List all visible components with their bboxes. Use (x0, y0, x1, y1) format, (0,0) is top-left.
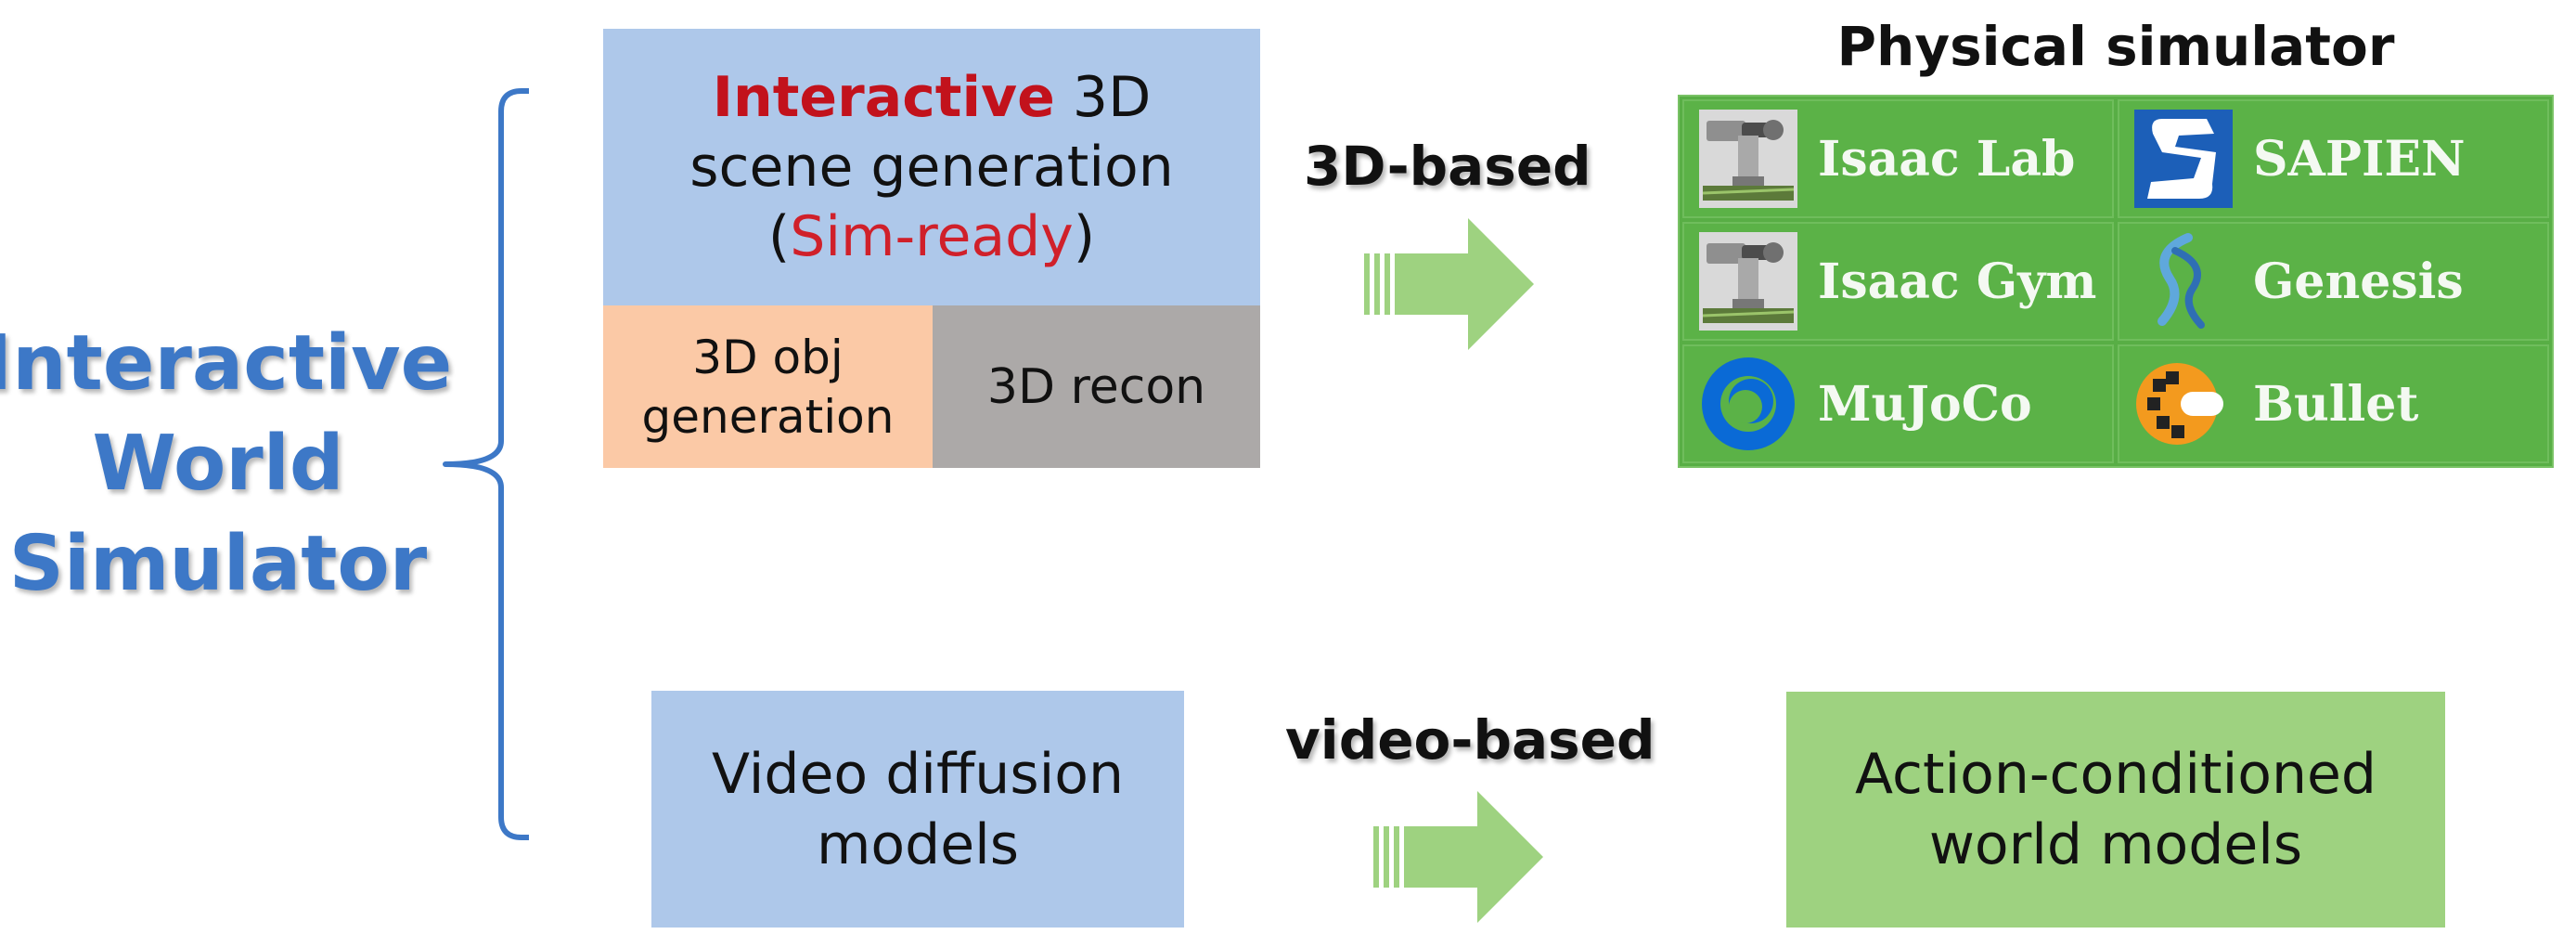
simulator-name-bullet: Bullet (2253, 375, 2419, 433)
video-based-arrow (1373, 791, 1543, 923)
physical-simulator-title: Physical simulator (1836, 15, 2395, 78)
obj-box-line-2: generation (641, 389, 895, 444)
sim-ready-highlight: Sim-ready (790, 203, 1074, 269)
paren-close: ) (1073, 203, 1096, 269)
action-box-line-1: Action-conditioned (1855, 742, 2376, 807)
main-title: Interactive World Simulator (0, 316, 452, 613)
sapien-logo-icon (2134, 110, 2233, 208)
recon-box-label: 3D recon (986, 358, 1206, 415)
simulator-sapien: SAPIEN (2118, 99, 2549, 218)
3d-obj-generation-box: 3D obj generation (603, 305, 933, 468)
main-title-line-2: World (92, 420, 344, 508)
curly-brace (443, 88, 529, 840)
video-based-label: video-based (1285, 708, 1655, 772)
video-box-line-2: models (816, 811, 1020, 877)
video-diffusion-models-box: Video diffusion models (651, 691, 1184, 928)
scene-box-3d-text: 3D (1054, 64, 1152, 130)
simulator-genesis: Genesis (2118, 222, 2549, 341)
scene-box-line-3: (Sim-ready) (768, 202, 1095, 272)
obj-box-line-1: 3D obj (692, 330, 844, 384)
scene-box-line-1: Interactive 3D (713, 63, 1152, 133)
genesis-swirl-icon (2157, 233, 2205, 329)
interactive-highlight: Interactive (712, 64, 1055, 130)
simulator-bullet: Bullet (2118, 344, 2549, 463)
robot-arm-icon (1699, 232, 1797, 331)
interactive-scene-generation-box: Interactive 3D scene generation (Sim-rea… (603, 29, 1260, 305)
mujoco-ring-icon (1702, 357, 1795, 450)
physical-simulator-grid: Isaac Lab SAPIEN Isaac Gym Genesis (1678, 95, 2554, 468)
simulator-name-isaac-lab: Isaac Lab (1818, 130, 2076, 188)
simulator-isaac-lab: Isaac Lab (1682, 99, 2114, 218)
scene-box-line-2: scene generation (689, 134, 1174, 200)
robot-arm-icon (1699, 110, 1797, 208)
3d-based-label: 3D-based (1304, 135, 1591, 198)
bullet-logo-icon (2136, 363, 2223, 445)
simulator-mujoco: MuJoCo (1682, 344, 2114, 463)
action-box-line-2: world models (1928, 812, 2303, 877)
main-title-line-1: Interactive (0, 319, 453, 408)
action-conditioned-world-models-box: Action-conditioned world models (1786, 692, 2445, 928)
main-title-line-3: Simulator (8, 520, 428, 608)
3d-based-arrow (1364, 218, 1534, 350)
simulator-name-isaac-gym: Isaac Gym (1818, 253, 2097, 310)
3d-recon-box: 3D recon (933, 305, 1260, 468)
simulator-name-genesis: Genesis (2253, 253, 2464, 310)
simulator-isaac-gym: Isaac Gym (1682, 222, 2114, 341)
simulator-name-mujoco: MuJoCo (1818, 375, 2032, 433)
simulator-name-sapien: SAPIEN (2253, 130, 2466, 188)
paren-open: ( (767, 203, 791, 269)
video-box-line-1: Video diffusion (712, 741, 1124, 807)
